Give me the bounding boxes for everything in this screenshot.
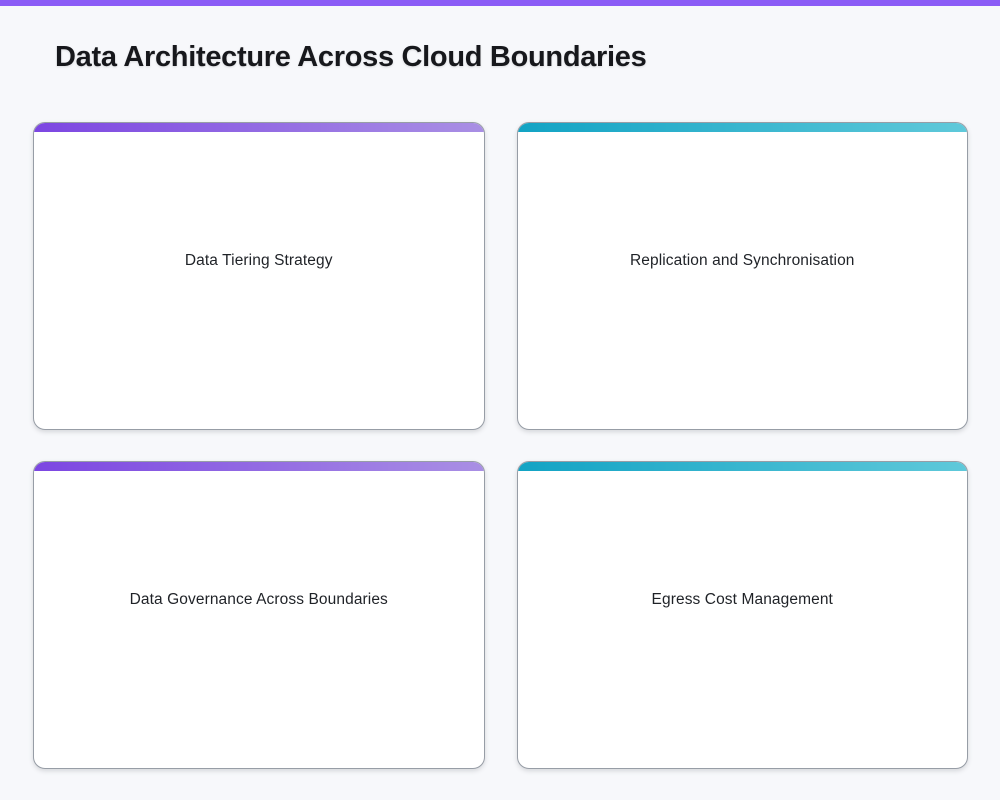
card-replication-and-synchronisation[interactable]: Replication and Synchronisation xyxy=(516,121,968,430)
card-body: Egress Cost Management xyxy=(518,471,968,768)
card-data-governance-across-boundaries[interactable]: Data Governance Across Boundaries xyxy=(33,460,485,769)
card-label: Data Governance Across Boundaries xyxy=(129,591,388,609)
card-data-tiering-strategy[interactable]: Data Tiering Strategy xyxy=(33,121,485,430)
page-title: Data Architecture Across Cloud Boundarie… xyxy=(55,41,647,73)
card-label: Egress Cost Management xyxy=(651,591,833,609)
cards-grid: Data Tiering Strategy Replication and Sy… xyxy=(33,121,968,769)
card-label: Replication and Synchronisation xyxy=(629,252,855,270)
card-accent-strip xyxy=(34,122,484,132)
card-accent-strip xyxy=(517,122,967,132)
card-accent-strip xyxy=(34,461,484,471)
top-accent-bar xyxy=(0,0,1000,6)
card-body: Data Governance Across Boundaries xyxy=(34,471,484,768)
card-egress-cost-management[interactable]: Egress Cost Management xyxy=(516,460,968,769)
card-body: Data Tiering Strategy xyxy=(34,132,484,429)
card-body: Replication and Synchronisation xyxy=(518,132,968,429)
card-accent-strip xyxy=(517,461,967,471)
card-label: Data Tiering Strategy xyxy=(184,252,333,270)
